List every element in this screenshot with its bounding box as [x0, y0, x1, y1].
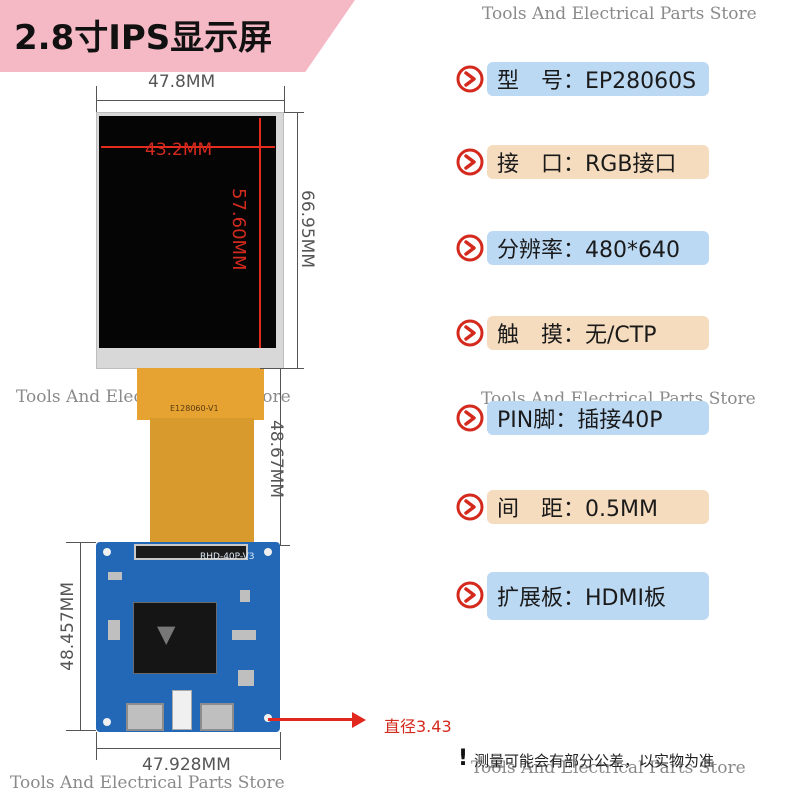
dimension-tick: [66, 542, 96, 543]
spec-item: 扩展板：HDMI板: [487, 572, 709, 620]
dimension-tick: [96, 86, 97, 112]
mounting-hole: [103, 718, 111, 726]
arrow-circle-icon: [455, 233, 485, 263]
active-width-line: [101, 146, 275, 148]
smd-component: [108, 572, 122, 580]
chip-logo-icon: ▼: [157, 620, 176, 648]
dimension-line: [96, 100, 284, 101]
board-label: RHD-40P-V3: [200, 552, 255, 562]
active-height-label: 57.60MM: [228, 188, 249, 271]
spec-item: PIN脚：插接40P: [487, 401, 709, 435]
spec-item: 接 口：RGB接口: [487, 145, 709, 179]
fpc-length-label: 48.67MM: [266, 420, 286, 499]
spec-item: 间 距：0.5MM: [487, 490, 709, 524]
dimension-tick: [66, 730, 96, 731]
dimension-line: [96, 748, 280, 749]
fpc-flex-cable: [150, 418, 254, 548]
board-width-label: 47.928MM: [142, 755, 231, 775]
arrow-circle-icon: [455, 318, 485, 348]
smd-component: [238, 670, 254, 686]
dimension-tick: [96, 732, 97, 760]
dimension-line: [280, 368, 281, 545]
page-title: 2.8寸IPS显示屏: [14, 18, 273, 58]
dimension-tick: [284, 86, 285, 112]
dimension-tick: [280, 732, 281, 760]
smd-component: [240, 590, 250, 602]
arrow-circle-icon: [455, 64, 485, 94]
connector-socket: [172, 690, 192, 730]
arrow-line: [268, 718, 358, 721]
fpc-label: E128060-V1: [170, 404, 219, 413]
active-width-label: 43.2MM: [145, 140, 213, 160]
spec-item: 分辨率：480*640: [487, 231, 709, 265]
outer-width-label: 47.8MM: [148, 72, 216, 92]
smd-component: [108, 620, 120, 640]
mounting-hole: [103, 548, 111, 556]
arrow-circle-icon: [455, 403, 485, 433]
dimension-tick: [260, 368, 290, 369]
watermark: Tools And Electrical Parts Store: [471, 758, 746, 778]
mounting-hole: [264, 548, 272, 556]
mini-hdmi-port: [126, 703, 164, 731]
arrow-circle-icon: [455, 147, 485, 177]
spec-item: 触 摸：无/CTP: [487, 316, 709, 350]
watermark: Tools And Electrical Parts Store: [10, 773, 285, 793]
arrow-right-icon: [352, 712, 366, 728]
lcd-screen: [99, 116, 276, 348]
fpc-connector: [134, 544, 248, 560]
smd-component: [232, 630, 256, 640]
usb-c-port: [200, 703, 234, 731]
warning-icon: !: [458, 746, 469, 771]
arrow-circle-icon: [455, 492, 485, 522]
dimension-line: [297, 112, 298, 368]
spec-item: 型 号：EP28060S: [487, 62, 709, 96]
dimension-line: [80, 542, 81, 730]
outer-height-label: 66.95MM: [297, 190, 317, 269]
dimension-tick: [284, 112, 304, 113]
hole-diameter-label: 直径3.43: [384, 717, 452, 736]
tolerance-note: 测量可能会有部分公差，以实物为准: [474, 752, 715, 770]
board-height-label: 48.457MM: [58, 582, 78, 671]
fpc-flex-top: [137, 368, 264, 420]
controller-chip: [133, 602, 217, 674]
dimension-tick: [284, 368, 304, 369]
active-height-line: [259, 118, 261, 348]
watermark: Tools And Electrical Parts Store: [482, 4, 757, 24]
arrow-circle-icon: [455, 580, 485, 610]
title-banner: [0, 0, 355, 72]
